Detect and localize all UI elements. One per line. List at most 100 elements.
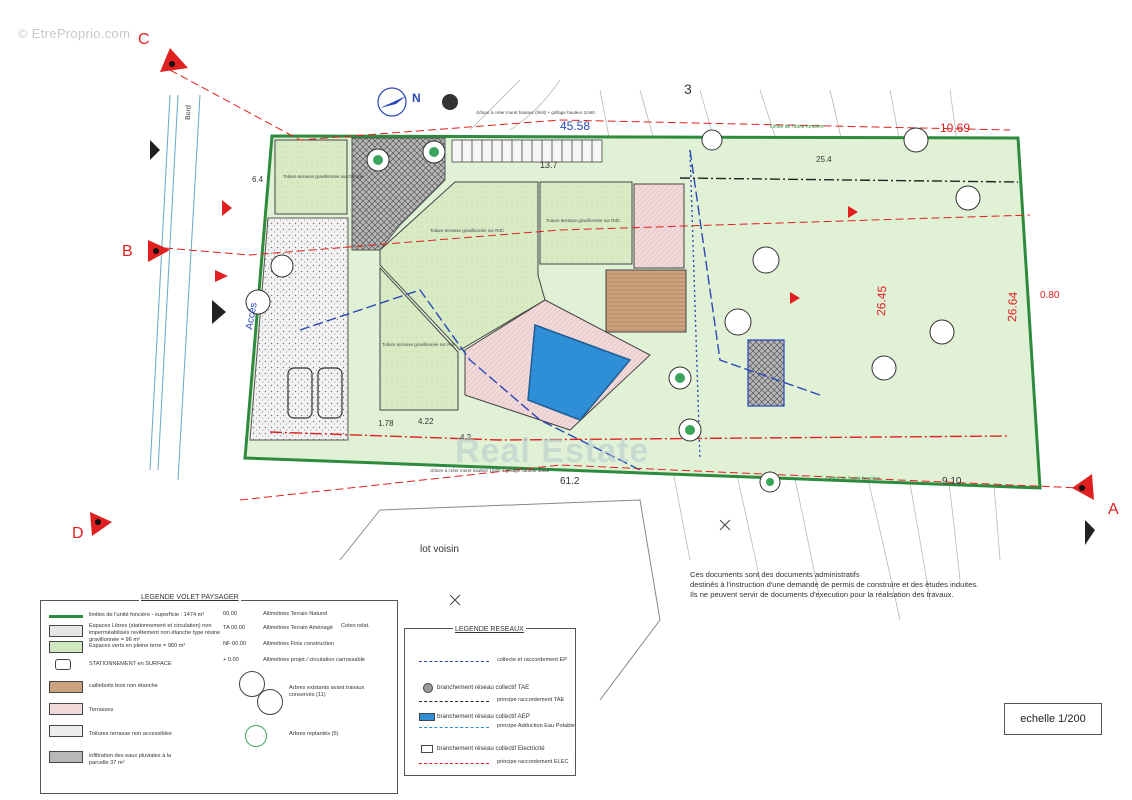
legend-item-boundary: limites de l'unité foncière - superficie… — [89, 612, 205, 618]
tree-replanted-icon — [245, 725, 267, 747]
section-marker-a — [1072, 474, 1094, 500]
dim-1: 1.78 — [378, 419, 394, 428]
legend-paysager-title: LEGENDE VOLET PAYSAGER — [139, 594, 241, 601]
roof-label-2: Toiture terrasse gravillonnée sur RdC — [430, 228, 505, 233]
tree-existing-icon — [239, 671, 265, 697]
dim-2: 4.22 — [418, 417, 434, 426]
administrative-notice: Ces documents sont des documents adminis… — [690, 570, 990, 600]
parked-cars — [287, 367, 343, 419]
alt-text-1: Altimétries Terrain Naturel — [263, 611, 328, 617]
swatch-boundary — [49, 615, 83, 618]
cloture-bottom: clôture à créer muret hauteur 1m60 + gri… — [430, 468, 550, 473]
limite-bottom: Limite de l'unité foncière — [826, 476, 880, 482]
dim-inner-top: 13.7 — [540, 160, 558, 170]
dim-top: 45.58 — [560, 119, 590, 133]
dim-left: 6.4 — [252, 175, 264, 184]
legend-res-tae-principe: principe raccordement TAE — [497, 697, 565, 703]
legend-item-terrace: Terrasses — [89, 707, 114, 713]
cloture-top: clôture à créer muret hauteur (limit) + … — [476, 110, 595, 115]
legend-res-tae: branchement réseau collectif TAE — [437, 684, 530, 691]
legend-res-aep: branchement réseau collectif AEP — [437, 713, 530, 720]
elec-icon — [421, 745, 433, 753]
cross-marks — [449, 519, 731, 606]
legend-item-deck: caillebotis bois non étanche — [89, 683, 158, 689]
alt-code-3: NF 00.00 — [223, 641, 247, 647]
legend-res-elec-principe: principe raccordement ELEC — [497, 759, 569, 765]
legend-item-infiltration: infiltration des eaux pluviales à la par… — [89, 753, 172, 766]
legend-item-roof: Toitures terrasse non accessibles — [89, 731, 172, 737]
alt-code-2: TA 00.00 — [223, 625, 245, 631]
dim-v2: 26.64 — [1005, 291, 1020, 322]
trees — [245, 127, 981, 493]
lot-voisin-label: lot voisin — [420, 544, 459, 555]
swatch-infiltration — [49, 751, 83, 763]
section-marker-c — [160, 48, 188, 72]
alt-text-2: Altimétries Terrain Aménagé — [263, 625, 333, 631]
swatch-green — [49, 641, 83, 653]
swatch-gravel — [49, 625, 83, 637]
stairs — [451, 139, 603, 163]
roof-right — [539, 181, 633, 265]
left-road — [149, 94, 201, 481]
swatch-deck — [49, 681, 83, 693]
roof-left — [379, 266, 459, 411]
legend-res-ep: collecte et raccordement EP — [497, 657, 567, 663]
legend-item-green: Espaces verts en pleine terre = 960 m² — [89, 643, 186, 649]
dim-width: 25.4 — [816, 155, 832, 164]
tae-icon — [423, 683, 433, 693]
cotes-note: Cotes relat. — [341, 623, 370, 629]
section-marker-d — [90, 512, 112, 536]
legend-tree-replanted: Arbres replantés (5) — [289, 731, 339, 737]
legend-reseaux-title: LEGENDE RESEAUX — [453, 626, 526, 633]
roof-garage — [274, 139, 348, 215]
line-tae — [419, 701, 489, 702]
section-label-a: A — [1108, 501, 1119, 518]
acces-label: Accès — [244, 302, 260, 331]
notice-line-3: Ils ne peuvent servir de documents d'exe… — [690, 590, 954, 599]
legend-tree-existing: Arbres existants avant travaux conservés… — [289, 685, 365, 698]
roof-main — [379, 181, 546, 351]
alt-code-1: 00.00 — [223, 611, 237, 617]
tree-existing-icon-2 — [257, 689, 283, 715]
dim-bottom: 61.2 — [560, 476, 580, 487]
alt-text-4: Altimétries projet / circulation carross… — [263, 657, 365, 663]
car-icon — [55, 659, 71, 670]
legend-res-elec: branchement réseau collectif Electricité — [437, 745, 545, 752]
dim-right-bottom: 9.10 — [942, 476, 962, 487]
swatch-roof — [49, 725, 83, 737]
legend-item-gravel: Espaces Libres (stationnement et circula… — [89, 623, 221, 643]
brand-watermark: Real Estate — [455, 432, 650, 470]
north-label: N — [412, 91, 421, 105]
scale-label: echelle 1/200 — [1004, 703, 1102, 735]
legend-item-parking: STATIONNEMENT en SURFACE — [89, 661, 172, 667]
terrace-right — [633, 183, 685, 269]
north-arrow — [377, 87, 458, 117]
deck-wood — [605, 269, 687, 333]
alt-code-4: + 0.00 — [223, 657, 239, 663]
neighbour-lot — [339, 499, 661, 701]
line-elec — [419, 763, 489, 764]
lot-number: 3 — [684, 81, 692, 97]
dim-v1: 26.45 — [874, 285, 889, 316]
section-marker-b — [148, 240, 170, 262]
legend-res-aep-principe: principe Adduction Eau Potable — [497, 723, 575, 729]
line-aep — [419, 727, 489, 728]
swatch-terrace — [49, 703, 83, 715]
aep-icon — [419, 713, 435, 721]
notice-line-1: Ces documents sont des documents adminis… — [690, 570, 860, 579]
watermark: © EtreProprio.com — [18, 26, 131, 41]
section-lines — [164, 69, 1081, 501]
replanted-trees — [373, 147, 774, 486]
line-ep — [419, 661, 489, 662]
network-lines — [269, 149, 1019, 471]
alt-text-3: Altimétries Finis construction — [263, 641, 335, 647]
bord-label: Bord — [185, 105, 193, 120]
notice-line-2: destinés à l'instruction d'une demande d… — [690, 580, 979, 589]
limite-top: Limite de l'unité foncière — [770, 124, 824, 130]
legend-paysager: LEGENDE VOLET PAYSAGER limites de l'unit… — [40, 594, 398, 794]
dim-right-top: 10.69 — [940, 121, 970, 135]
infiltration-tank — [747, 339, 785, 407]
section-label-c: C — [138, 31, 150, 48]
section-label-d: D — [72, 525, 84, 542]
